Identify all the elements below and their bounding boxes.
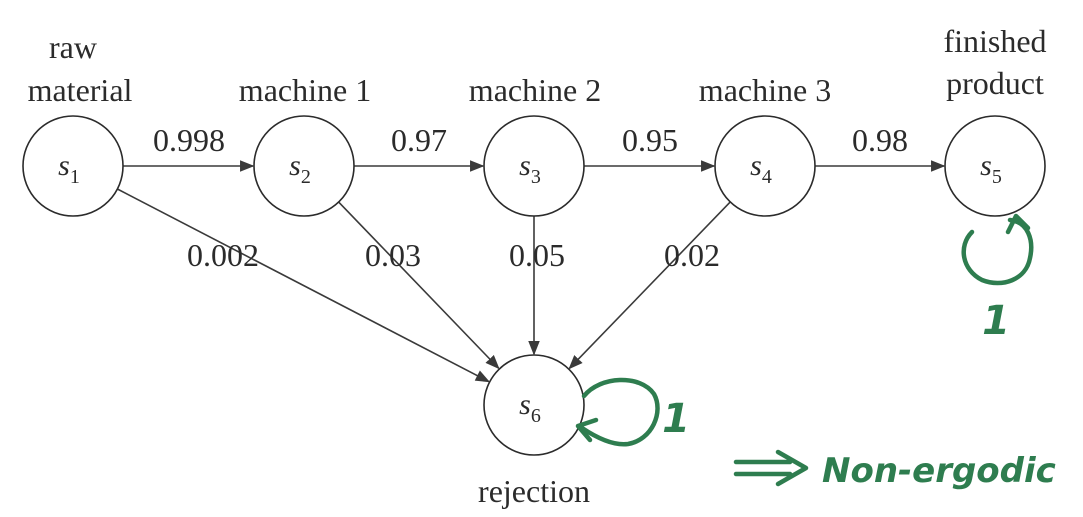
node-label-s3: s3: [519, 149, 541, 188]
node-symbol: s: [519, 388, 531, 421]
node-symbol: s: [58, 149, 70, 182]
edge-prob-s1-s2: 0.998: [153, 122, 225, 158]
implies-arrow-icon: [733, 449, 809, 487]
edge-prob-s3-s6: 0.05: [509, 237, 565, 273]
non-ergodic-note: Non-ergodic: [822, 451, 1056, 491]
node-s1: [22, 115, 124, 217]
node-s6: [483, 354, 585, 456]
node-subscript: 5: [992, 166, 1002, 188]
edge-s4-s6: [568, 201, 731, 370]
node-subscript: 3: [531, 166, 541, 188]
caption-s4: machine 3: [699, 72, 831, 108]
node-symbol: s: [980, 149, 992, 182]
caption-s1: material: [28, 72, 133, 108]
self-loop-s6: [579, 377, 660, 447]
node-subscript: 4: [762, 166, 772, 188]
edge-prob-s4-s6: 0.02: [664, 237, 720, 273]
edge-s1-s6: [117, 188, 491, 383]
edge-prob-s1-s6: 0.002: [187, 237, 259, 273]
node-s5: [944, 115, 1046, 217]
caption-s5: product: [946, 65, 1044, 101]
self-loop-s5: [961, 217, 1034, 286]
node-symbol: s: [519, 149, 531, 182]
node-label-s5: s5: [980, 149, 1002, 188]
node-s4: [714, 115, 816, 217]
self-loop-s6-prob: 1: [662, 396, 690, 442]
edges: 0.998 0.97 0.95 0.98 0.002 0.03 0.05 0.02: [117, 122, 946, 383]
caption-s6: rejection: [478, 473, 590, 509]
node-symbol: s: [750, 149, 762, 182]
caption-s1: raw: [49, 29, 97, 65]
node-label-s1: s1: [58, 149, 80, 188]
edge-prob-s2-s6: 0.03: [365, 237, 421, 273]
self-loop-s5-prob: 1: [982, 298, 1010, 344]
edge-prob-s2-s3: 0.97: [391, 122, 447, 158]
self-loop-s5-arrowhead: [1005, 213, 1031, 235]
node-s3: [483, 115, 585, 217]
node-subscript: 2: [301, 166, 311, 188]
captions: raw material machine 1 machine 2 machine 3 fi…: [28, 23, 1047, 509]
node-label-s6: s6: [519, 388, 541, 427]
edge-s2-s6: [338, 201, 500, 370]
node-subscript: 1: [70, 166, 80, 188]
self-loop-s6-arrowhead: [575, 417, 599, 443]
node-s2: [253, 115, 355, 217]
edge-prob-s3-s4: 0.95: [622, 122, 678, 158]
caption-s5: finished: [943, 23, 1046, 59]
edge-prob-s4-s5: 0.98: [852, 122, 908, 158]
caption-s3: machine 2: [469, 72, 601, 108]
node-label-s2: s2: [289, 149, 311, 188]
node-symbol: s: [289, 149, 301, 182]
node-label-s4: s4: [750, 149, 772, 188]
node-subscript: 6: [531, 405, 541, 427]
caption-s2: machine 1: [239, 72, 371, 108]
